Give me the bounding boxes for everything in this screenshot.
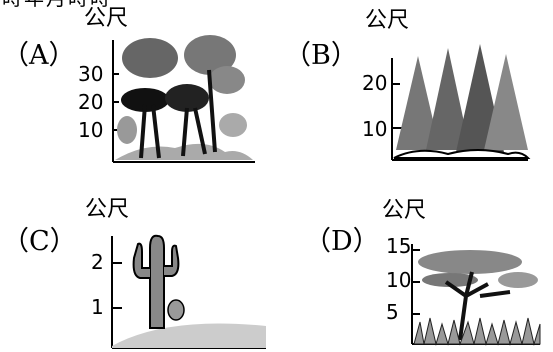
panel-b-tick: 10 bbox=[362, 117, 388, 141]
panel-a-unit-label: 公尺 bbox=[84, 6, 129, 31]
panel-d-unit-label: 公尺 bbox=[382, 198, 427, 223]
panel-c-tick: 1 bbox=[91, 295, 104, 319]
panel-c-unit-label: 公尺 bbox=[85, 197, 130, 222]
panel-d-label: （D） bbox=[304, 226, 380, 257]
panel-d-tick: 10 bbox=[386, 268, 412, 292]
header-text-cropped: 時年月時時 bbox=[2, 0, 112, 8]
panel-a-tick: 10 bbox=[78, 118, 104, 142]
panel-a-forest-illustration bbox=[112, 35, 255, 163]
panel-d-tick: 15 bbox=[386, 234, 412, 258]
panel-c-cactus-illustration bbox=[111, 234, 266, 349]
panel-b-label: （B） bbox=[284, 40, 358, 71]
panel-a-label: （A） bbox=[2, 40, 76, 71]
panel-b-unit-label: 公尺 bbox=[365, 8, 410, 33]
panel-a-tick: 30 bbox=[78, 62, 104, 86]
panel-c-tick: 2 bbox=[91, 250, 104, 274]
panel-d-savanna-illustration bbox=[411, 244, 541, 346]
panel-d-tick: 5 bbox=[386, 300, 399, 324]
panel-b-conifer-illustration bbox=[391, 44, 531, 161]
panel-a-tick: 20 bbox=[78, 90, 104, 114]
panel-b-tick: 20 bbox=[362, 71, 388, 95]
panel-c-label: （C） bbox=[2, 226, 77, 257]
